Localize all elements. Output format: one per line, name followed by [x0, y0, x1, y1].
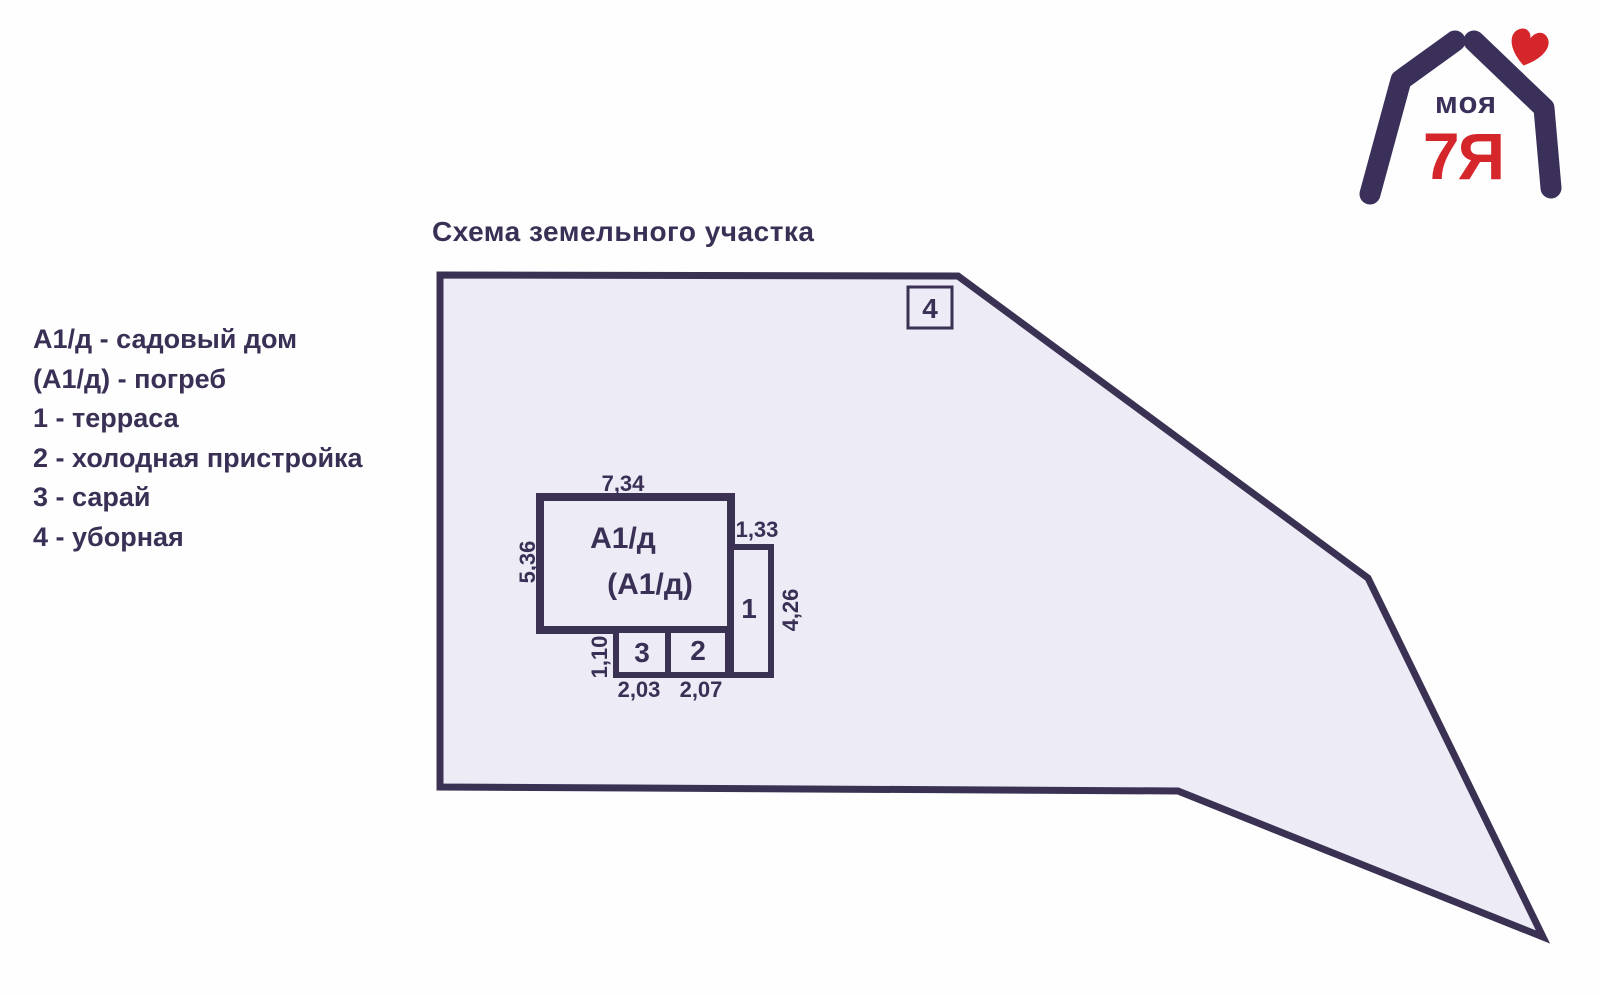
legend-item-terrace: 1 - терраса [33, 403, 179, 433]
dim-terrace-height: 4,26 [778, 589, 803, 632]
building-main-house [536, 493, 735, 634]
annex-label: 2 [690, 635, 706, 666]
brand-logo: моя 7Я [1338, 16, 1562, 206]
legend-item-main-house: А1/д - садовый дом [33, 324, 298, 354]
legend-item-shed: 3 - сарай [33, 482, 151, 512]
house-roof-right-icon [1463, 30, 1562, 199]
dim-terrace-width: 1,33 [736, 517, 779, 542]
legend: А1/д - садовый дом (А1/д) - погреб 1 - т… [33, 320, 363, 557]
dim-main-height: 5,36 [515, 541, 540, 584]
terrace-label: 1 [741, 593, 757, 624]
heart-icon [1511, 28, 1549, 66]
page-title: Схема земельного участка [432, 216, 815, 247]
legend-item-cellar: (А1/д) - погреб [33, 363, 227, 394]
land-plot-outline [436, 271, 1551, 944]
house-roof-left-icon [1359, 30, 1466, 205]
main-house-label: А1/д [590, 522, 656, 555]
dim-main-width: 7,34 [602, 471, 646, 496]
dim-shed-width: 2,03 [618, 677, 661, 702]
cellar-label: (А1/д) [607, 568, 693, 601]
brand-logo-graphic: моя 7Я [1359, 28, 1562, 205]
shed-label: 3 [634, 637, 650, 668]
outbuilding-4-label: 4 [922, 293, 938, 324]
dim-shed-height: 1,10 [587, 636, 612, 679]
logo-brand-mark: 7Я [1423, 119, 1503, 193]
outbuilding-4-box [906, 285, 954, 330]
dim-annex-width: 2,07 [680, 677, 723, 702]
building-terrace [728, 544, 774, 678]
legend-item-outbuilding: 4 - уборная [33, 521, 184, 552]
logo-brand-word: моя [1435, 85, 1497, 120]
legend-item-annex: 2 - холодная пристройка [33, 442, 363, 473]
